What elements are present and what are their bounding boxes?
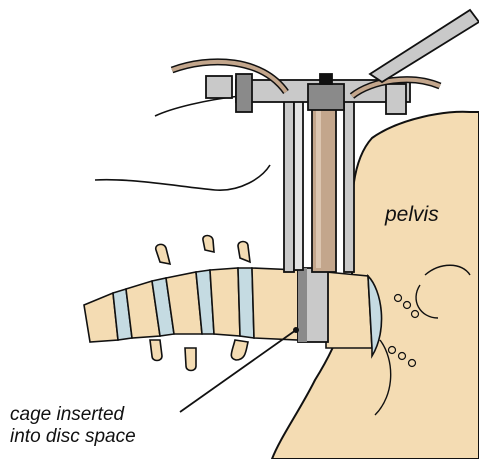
- cage-leader-dot: [293, 327, 299, 333]
- cage-label: cage inserted into disc space: [10, 404, 136, 448]
- vertebra-4: [210, 268, 240, 336]
- inserter-rod: [312, 104, 336, 272]
- pelvis-label: pelvis: [385, 203, 439, 227]
- cage-shade: [298, 268, 307, 342]
- cage-label-line2: into disc space: [10, 426, 136, 448]
- inserter-rod-highlight: [316, 108, 321, 268]
- vertebra-6: [326, 272, 372, 348]
- vertebra-5: [252, 268, 298, 340]
- retractor-arm: [370, 10, 479, 82]
- vertebra-1: [84, 293, 118, 342]
- cage-label-line1: cage inserted: [10, 404, 136, 426]
